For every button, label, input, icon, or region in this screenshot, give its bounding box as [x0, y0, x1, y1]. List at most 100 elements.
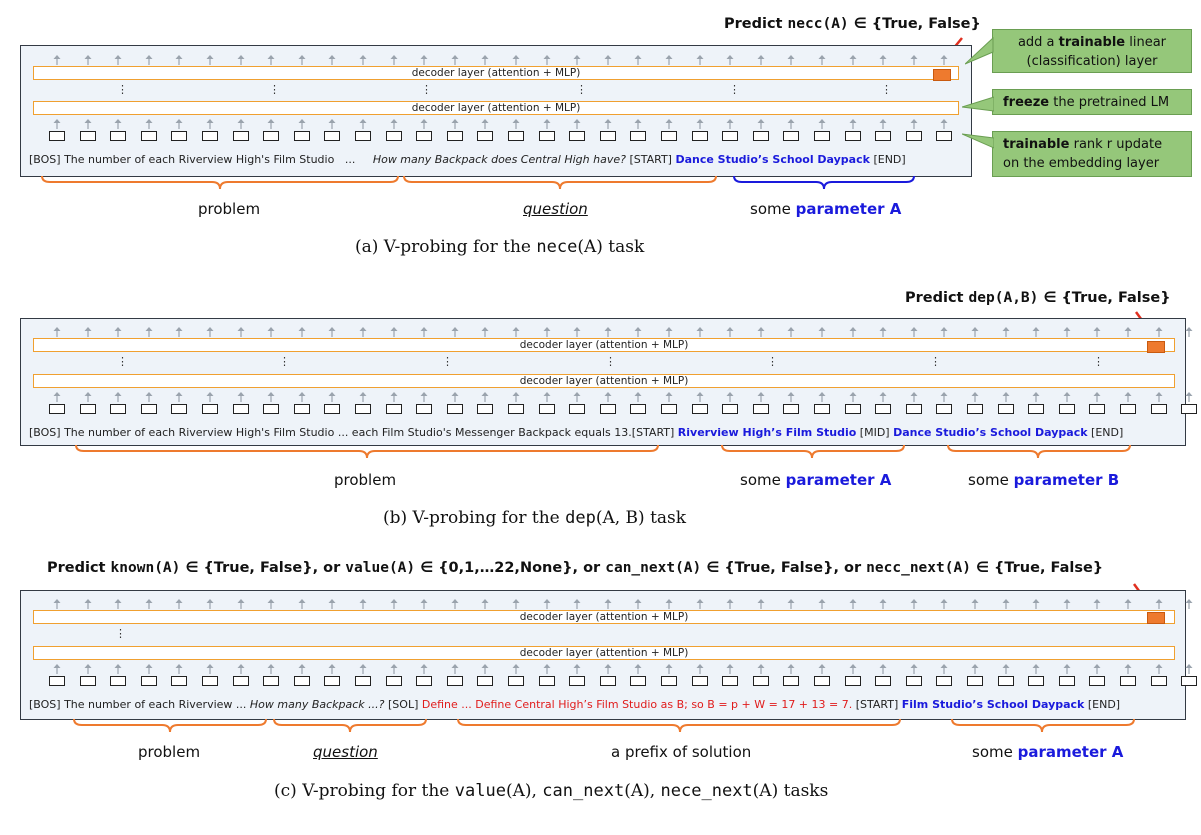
token-box [1058, 676, 1075, 686]
vertical-ellipsis-icon: ⋮ [605, 356, 616, 368]
up-arrow-icon [604, 596, 612, 609]
token-box [508, 404, 524, 414]
token-box [630, 676, 647, 686]
token-box [263, 131, 280, 141]
up-arrow-icon [145, 661, 153, 674]
up-arrow-icon [573, 389, 581, 402]
panel-c-brace-question [273, 718, 427, 733]
up-arrow-icon [757, 324, 765, 337]
token-box [691, 131, 708, 141]
panel-b-brace-paramB [947, 444, 1131, 459]
token-box [538, 404, 555, 414]
callout-pointer-1 [965, 36, 994, 65]
up-arrow-icon [971, 324, 979, 337]
token-box [722, 404, 739, 414]
panel-b-bottom-decoder-layer: decoder layer (attention + MLP) [33, 374, 1175, 388]
token-box [691, 404, 708, 414]
up-arrow-icon [910, 596, 918, 609]
vertical-ellipsis-icon: ⋮ [1093, 356, 1104, 368]
up-arrow-icon [726, 52, 734, 65]
up-arrow-icon [390, 596, 398, 609]
up-arrow-icon [451, 116, 459, 129]
up-arrow-icon [757, 596, 765, 609]
up-arrow-icon [726, 116, 734, 129]
up-arrow-icon [1155, 389, 1163, 402]
up-arrow-icon [359, 389, 367, 402]
token-box [1181, 676, 1198, 686]
up-arrow-icon [665, 324, 673, 337]
callout-rank-update: trainable rank r update on the embedding… [992, 131, 1192, 177]
up-arrow-icon [267, 116, 275, 129]
up-arrow-icon [787, 389, 795, 402]
up-arrow-icon [818, 52, 826, 65]
up-arrow-icon [1002, 661, 1010, 674]
up-arrow-icon [940, 596, 948, 609]
up-arrow-icon [634, 52, 642, 65]
up-arrow-icon [1063, 389, 1071, 402]
up-arrow-icon [849, 324, 857, 337]
up-arrow-icon [849, 116, 857, 129]
up-arrow-icon [1002, 596, 1010, 609]
panel-a-model-box: decoder layer (attention + MLP) decoder … [20, 45, 972, 177]
token-box [569, 404, 586, 414]
up-arrow-icon [390, 661, 398, 674]
token-box [1150, 404, 1167, 414]
panel-b-label-problem: problem [334, 471, 397, 489]
up-arrow-icon [573, 596, 581, 609]
up-arrow-icon [879, 389, 887, 402]
token-box [232, 676, 249, 686]
up-arrow-icon [175, 389, 183, 402]
up-arrow-icon [787, 52, 795, 65]
up-arrow-icon [451, 661, 459, 674]
up-arrow-icon [145, 116, 153, 129]
token-box [477, 131, 494, 141]
up-arrow-icon [634, 324, 642, 337]
panel-a-classifier-square [933, 69, 951, 81]
panel-c-label-problem: problem [138, 743, 201, 761]
token-box [385, 131, 402, 141]
token-box [538, 131, 555, 141]
up-arrow-icon [879, 52, 887, 65]
up-arrow-icon [665, 116, 673, 129]
up-arrow-icon [573, 661, 581, 674]
up-arrow-icon [940, 116, 948, 129]
up-arrow-icon [1124, 661, 1132, 674]
panel-c-bottom-decoder-layer: decoder layer (attention + MLP) [33, 646, 1175, 660]
up-arrow-icon [879, 661, 887, 674]
up-arrow-icon [1093, 596, 1101, 609]
panel-c-brace-problem [73, 718, 267, 733]
up-arrow-icon [940, 52, 948, 65]
token-box [875, 676, 892, 686]
up-arrow-icon [359, 596, 367, 609]
up-arrow-icon [818, 389, 826, 402]
up-arrow-icon [420, 596, 428, 609]
token-box [1028, 404, 1045, 414]
token-box [171, 131, 188, 141]
up-arrow-icon [1002, 324, 1010, 337]
up-arrow-icon [543, 596, 551, 609]
vertical-ellipsis-icon: ⋮ [117, 84, 128, 96]
vertical-ellipsis-icon: ⋮ [117, 356, 128, 368]
up-arrow-icon [175, 324, 183, 337]
up-arrow-icon [543, 324, 551, 337]
token-box [599, 131, 616, 141]
token-box [446, 676, 463, 686]
token-box [79, 131, 96, 141]
token-box [783, 131, 800, 141]
up-arrow-icon [1093, 389, 1101, 402]
token-box [691, 676, 708, 686]
panel-c-vdots: ⋮ [115, 628, 126, 640]
up-arrow-icon [420, 52, 428, 65]
up-arrow-icon [696, 661, 704, 674]
up-arrow-icon [726, 324, 734, 337]
token-box [171, 404, 188, 414]
up-arrow-icon [206, 596, 214, 609]
up-arrow-icon [665, 389, 673, 402]
up-arrow-icon [84, 596, 92, 609]
up-arrow-icon [114, 661, 122, 674]
token-box [446, 404, 463, 414]
up-arrow-icon [543, 661, 551, 674]
callout-freeze-lm: freeze the pretrained LM [992, 89, 1192, 115]
callout-pointer-2 [962, 96, 994, 112]
token-box [355, 131, 371, 141]
